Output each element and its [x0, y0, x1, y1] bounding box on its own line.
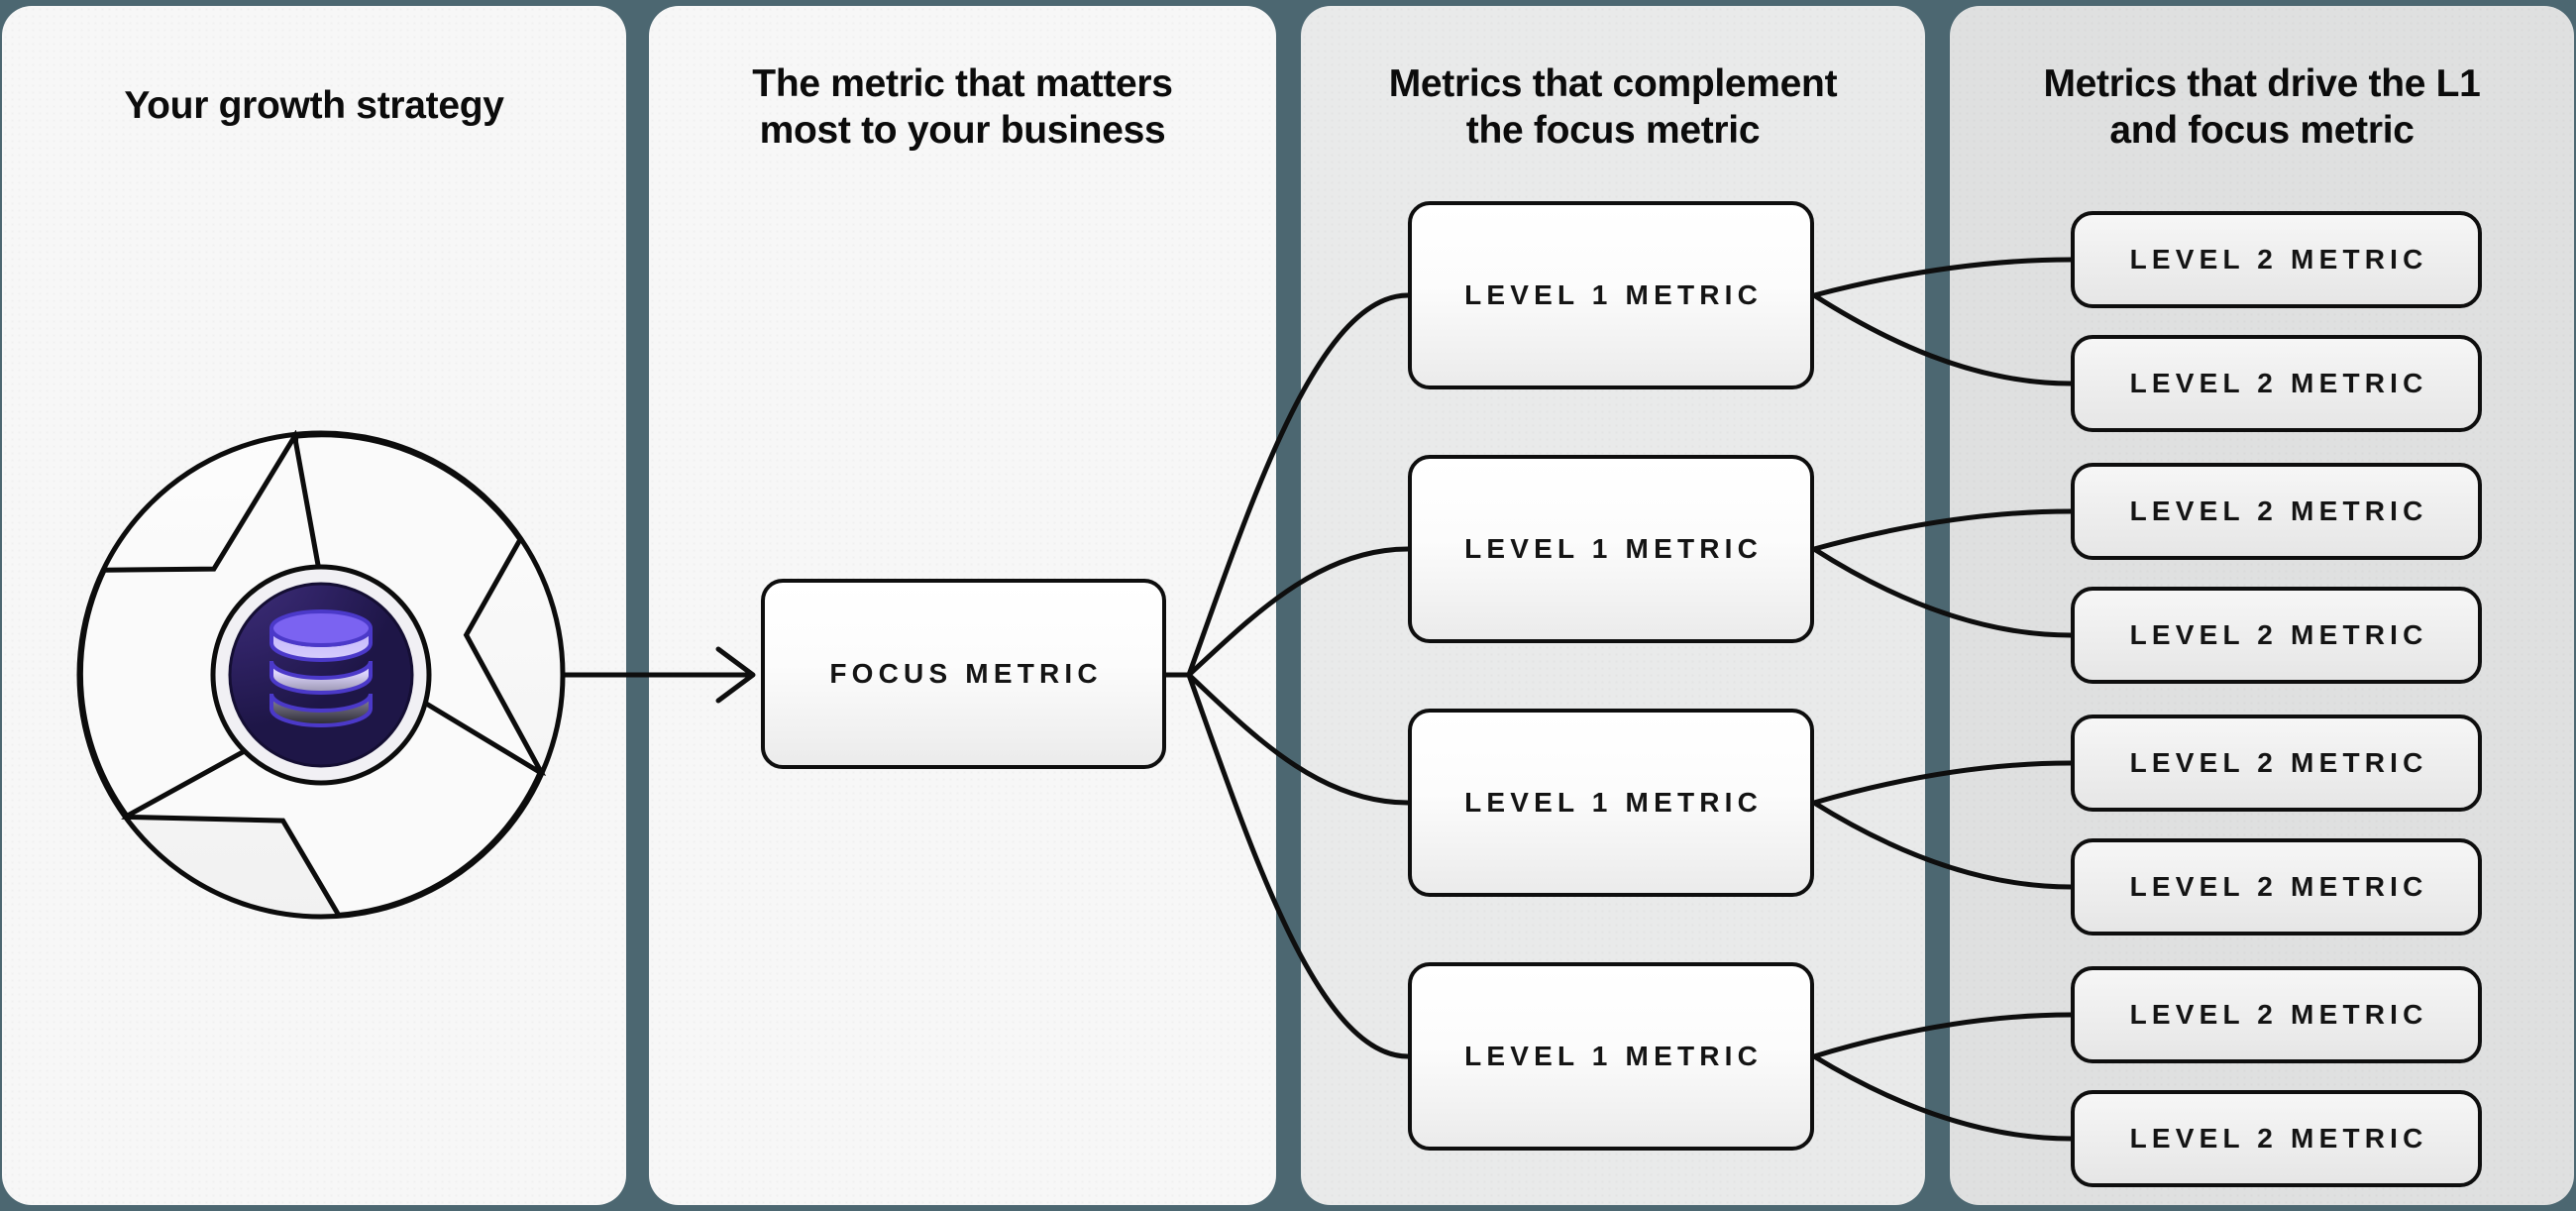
focus-metric-label: FOCUS METRIC: [829, 658, 1103, 689]
level2-metric-label: LEVEL 2 METRIC: [2129, 619, 2428, 650]
level2-metric-box: LEVEL 2 METRIC: [2071, 463, 2482, 560]
level2-metric-box: LEVEL 2 METRIC: [2071, 587, 2482, 684]
panel-title-growth-strategy: Your growth strategy: [124, 84, 504, 127]
flywheel-icon: [76, 430, 566, 920]
level1-metric-box: LEVEL 1 METRIC: [1408, 962, 1814, 1151]
database-icon: [269, 609, 373, 727]
focus-metric-box: FOCUS METRIC: [761, 579, 1166, 769]
panel-title-focus-metric: The metric that matters most to your bus…: [752, 62, 1173, 152]
level1-metric-label: LEVEL 1 METRIC: [1464, 279, 1764, 310]
level2-metric-label: LEVEL 2 METRIC: [2129, 368, 2428, 398]
level1-metric-box: LEVEL 1 METRIC: [1408, 201, 1814, 389]
level2-metric-label: LEVEL 2 METRIC: [2129, 871, 2428, 902]
level2-metric-box: LEVEL 2 METRIC: [2071, 335, 2482, 432]
level2-metric-label: LEVEL 2 METRIC: [2129, 495, 2428, 526]
level2-metric-box: LEVEL 2 METRIC: [2071, 966, 2482, 1063]
level1-metric-label: LEVEL 1 METRIC: [1464, 533, 1764, 564]
panel-title-level1-metrics: Metrics that complement the focus metric: [1388, 62, 1838, 152]
panel-title-level2-metrics: Metrics that drive the L1 and focus metr…: [2043, 62, 2481, 152]
level2-metric-box: LEVEL 2 METRIC: [2071, 211, 2482, 308]
level1-metric-box: LEVEL 1 METRIC: [1408, 709, 1814, 897]
level2-metric-label: LEVEL 2 METRIC: [2129, 747, 2428, 778]
level2-metric-box: LEVEL 2 METRIC: [2071, 715, 2482, 812]
level1-metric-label: LEVEL 1 METRIC: [1464, 787, 1764, 818]
level2-metric-label: LEVEL 2 METRIC: [2129, 244, 2428, 275]
level2-metric-label: LEVEL 2 METRIC: [2129, 1123, 2428, 1154]
level2-metric-label: LEVEL 2 METRIC: [2129, 999, 2428, 1030]
level1-metric-box: LEVEL 1 METRIC: [1408, 455, 1814, 643]
level1-metric-label: LEVEL 1 METRIC: [1464, 1041, 1764, 1071]
level2-metric-box: LEVEL 2 METRIC: [2071, 1090, 2482, 1187]
level2-metric-box: LEVEL 2 METRIC: [2071, 838, 2482, 936]
